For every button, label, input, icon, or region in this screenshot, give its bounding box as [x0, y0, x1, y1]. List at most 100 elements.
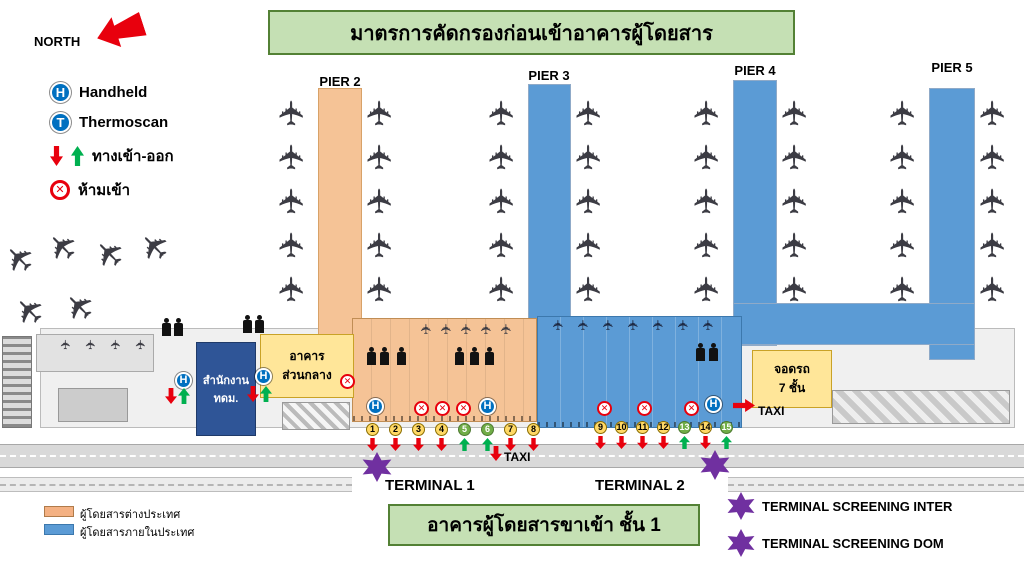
airplane-icon: ✈	[483, 142, 522, 172]
no-entry-icon: ✕	[597, 401, 612, 416]
gate-arrow-icon	[700, 436, 711, 449]
international-swatch	[44, 506, 74, 517]
handheld-checkpoint-icon: H	[479, 398, 496, 415]
domestic-label: ผู้โดยสารภายในประเทศ	[80, 527, 195, 539]
parking-label-line1: จอดรถ	[774, 362, 810, 376]
outer-road-east	[728, 477, 1024, 492]
gate-arrow-icon	[679, 436, 690, 449]
terminal-1-doors	[353, 416, 536, 421]
domestic-swatch	[44, 524, 74, 535]
pier-2-label: PIER 2	[319, 74, 361, 89]
road-center-line	[0, 454, 1024, 457]
airplane-icon: ✈	[688, 186, 727, 216]
gate-arrow-icon	[482, 438, 493, 451]
airplane-icon: ✈	[884, 98, 923, 128]
airplane-icon: ✈	[497, 323, 514, 335]
airplane-icon: ✈	[776, 230, 815, 260]
gate-number: 1	[366, 423, 379, 436]
airplane-icon: ✈	[273, 98, 312, 128]
airplane-icon: ✈	[477, 323, 494, 335]
central-label-line2: ส่วนกลาง	[282, 368, 332, 382]
airplane-icon: ✈	[974, 274, 1013, 304]
legend-no-entry: ✕ ห้ามเข้า	[50, 178, 130, 202]
central-label-line1: อาคาร	[289, 349, 325, 363]
gate-arrow-icon	[436, 438, 447, 451]
airplane-icon: ✈	[688, 98, 727, 128]
top-banner: มาตรการคัดกรองก่อนเข้าอาคารผู้โดยสาร	[268, 10, 795, 55]
screening-inter-label: TERMINAL SCREENING INTER	[762, 499, 953, 514]
no-entry-icon: ✕	[637, 401, 652, 416]
airplane-icon: ✈	[974, 98, 1013, 128]
airplane-icon: ✈	[361, 274, 400, 304]
airplane-icon: ✈	[361, 186, 400, 216]
gate-arrow-icon	[595, 436, 606, 449]
airplane-icon: ✈	[483, 98, 522, 128]
parking-label-line2: 7 ชั้น	[778, 381, 806, 395]
airplane-icon: ✈	[57, 339, 73, 350]
airplane-icon: ✈	[129, 221, 180, 272]
taxi-label-center: TAXI	[504, 450, 531, 464]
gate-arrow-icon	[637, 436, 648, 449]
exit-arrow-icon	[71, 146, 84, 166]
airplane-icon: ✈	[599, 319, 616, 331]
gate-arrow-icon	[616, 436, 627, 449]
terminal-2-label: TERMINAL 2	[595, 477, 685, 494]
no-entry-icon: ✕	[684, 401, 699, 416]
north-arrow-icon	[92, 7, 148, 54]
airplane-icon: ✈	[776, 186, 815, 216]
legend-thermoscan-label: Thermoscan	[79, 114, 169, 131]
airplane-icon: ✈	[649, 319, 666, 331]
office-label-line1: สำนักงาน	[202, 375, 250, 387]
no-entry-icon: ✕	[414, 401, 429, 416]
legend-entry-exit: ทางเข้า-ออก	[50, 144, 174, 168]
airplane-icon: ✈	[974, 142, 1013, 172]
airplane-icon: ✈	[884, 142, 923, 172]
taxi-label-right: TAXI	[758, 404, 785, 418]
airplane-icon: ✈	[549, 319, 566, 331]
outer-road-west	[0, 477, 352, 492]
pier-4-5-connector	[733, 303, 975, 345]
airplane-icon: ✈	[4, 285, 55, 336]
gate-number: 14	[699, 421, 712, 434]
airplane-icon: ✈	[483, 274, 522, 304]
gate-arrow-icon	[721, 436, 732, 449]
thermoscan-icon: T	[50, 112, 71, 133]
screening-inter-star-icon	[727, 492, 755, 520]
gate-arrow-icon	[390, 438, 401, 451]
screening-dom-star-icon	[727, 529, 755, 557]
no-entry-icon: ✕	[456, 401, 471, 416]
security-guard-icon	[255, 315, 264, 333]
security-guard-icon	[455, 347, 464, 365]
gate-number: 5	[458, 423, 471, 436]
north-label: NORTH	[34, 34, 81, 49]
pier-3-structure	[528, 84, 571, 324]
airplane-icon: ✈	[273, 142, 312, 172]
airplane-icon: ✈	[0, 233, 45, 284]
legend-no-entry-label: ห้ามเข้า	[78, 182, 131, 199]
gate-arrow-icon	[528, 438, 539, 451]
security-guard-icon	[162, 318, 171, 336]
pier-2-structure	[318, 88, 362, 335]
airplane-icon: ✈	[570, 98, 609, 128]
airplane-icon: ✈	[273, 186, 312, 216]
gate-number: 6	[481, 423, 494, 436]
road-center-line	[728, 483, 1024, 486]
airplane-icon: ✈	[884, 186, 923, 216]
terminal-1-label: TERMINAL 1	[385, 477, 475, 494]
road-center-line	[0, 483, 352, 486]
airplane-icon: ✈	[699, 319, 716, 331]
gate-number: 4	[435, 423, 448, 436]
security-guard-icon	[367, 347, 376, 365]
handheld-checkpoint-icon: H	[705, 396, 722, 413]
airplane-icon: ✈	[884, 230, 923, 260]
west-building	[58, 388, 128, 422]
security-guard-icon	[174, 318, 183, 336]
security-guard-icon	[485, 347, 494, 365]
gate-number: 13	[678, 421, 691, 434]
gate-arrow-icon	[413, 438, 424, 451]
bus-gate-area	[282, 402, 350, 430]
gate-number: 10	[615, 421, 628, 434]
airplane-icon: ✈	[624, 319, 641, 331]
gate-number: 7	[504, 423, 517, 436]
